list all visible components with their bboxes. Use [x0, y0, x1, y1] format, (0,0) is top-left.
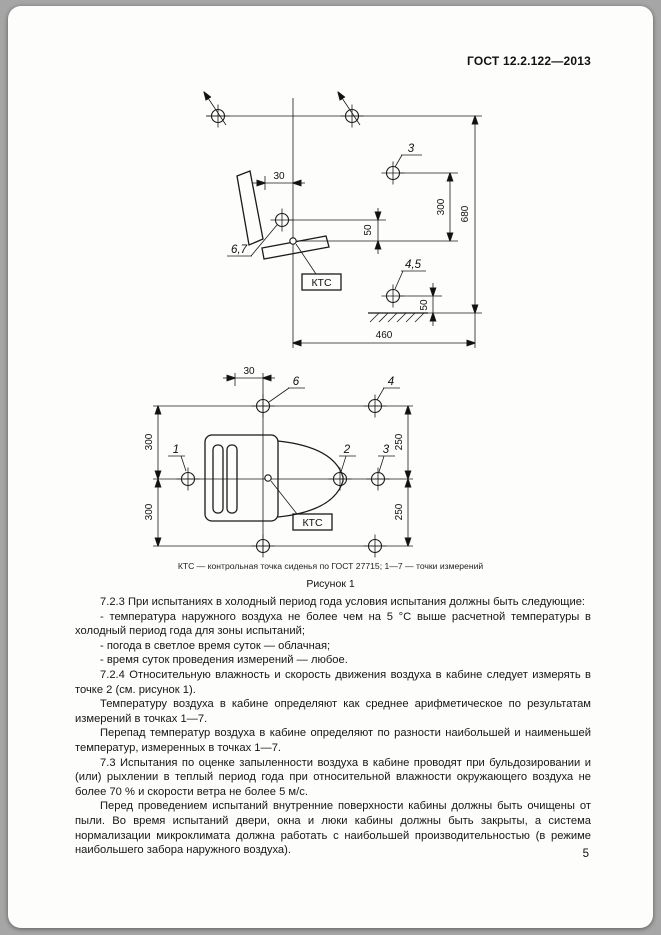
measurement-point [362, 533, 388, 559]
cabin-plan-outline [204, 434, 344, 522]
point-label-6: 6 [293, 376, 300, 388]
svg-text:50: 50 [419, 299, 430, 311]
measurement-point-4 [362, 393, 388, 419]
body-text: 7.2.3 При испытаниях в холодный период г… [75, 595, 591, 858]
svg-text:50: 50 [363, 224, 374, 236]
side-point-labels: 3 6,7 4,5 [227, 143, 426, 290]
figure-1-drawing: КТС 3 6,7 4,5 680 300 [144, 86, 482, 559]
measurement-point-3-plan [365, 466, 391, 492]
dim-250-bottom: 250 [394, 479, 408, 546]
dim-300-bottom: 300 [144, 479, 158, 546]
paragraph-list-item: - температура наружного воздуха не более… [75, 610, 591, 638]
ktc-point-side: КТС [289, 237, 342, 291]
figure-caption: КТС — контрольная точка сиденья по ГОСТ … [177, 561, 484, 571]
paragraph-list-item: - время суток проведения измерений — люб… [100, 654, 348, 667]
svg-text:680: 680 [460, 205, 471, 222]
standard-number: ГОСТ 12.2.122—2013 [466, 54, 591, 68]
ktc-label-plan: КТС [302, 517, 323, 529]
ceiling-point-arrow-right [338, 92, 361, 126]
svg-text:460: 460 [376, 330, 393, 341]
measurement-point-4-5 [380, 283, 406, 309]
paragraph: Температуру воздуха в кабине определяют … [75, 698, 591, 725]
seat-cushion [261, 235, 330, 260]
paragraph-7-2-4: 7.2.4 Относительную влажность и скорость… [75, 668, 591, 696]
svg-text:250: 250 [394, 433, 405, 450]
measurement-point [205, 103, 231, 129]
svg-text:300: 300 [144, 433, 155, 450]
svg-text:250: 250 [394, 503, 405, 520]
dim-300-side: 300 [436, 173, 450, 241]
dim-30-side: 30 [253, 171, 305, 183]
dim-300-top: 300 [144, 406, 158, 479]
dim-460: 460 [293, 330, 475, 343]
measurement-point [339, 103, 365, 129]
paragraph-list-item: - погода в светлое время суток — облачна… [100, 639, 331, 652]
plan-view: КТС 1 6 4 2 3 [144, 366, 413, 559]
point-label-3: 3 [408, 143, 415, 155]
document-page: ГОСТ 12.2.122—2013 [8, 6, 653, 928]
side-extension-lines [206, 98, 482, 348]
page-number: 5 [582, 848, 589, 860]
dim-50-seat: 50 [363, 208, 378, 254]
point-label-4: 4 [388, 376, 394, 388]
svg-text:300: 300 [436, 198, 447, 215]
point-label-3-plan: 3 [383, 444, 390, 456]
plan-point-labels: 1 6 4 2 3 [168, 376, 400, 473]
measurement-point-3 [380, 160, 406, 186]
point-label-2: 2 [343, 444, 351, 456]
point-label-1: 1 [173, 444, 179, 456]
dim-250-top: 250 [394, 406, 408, 479]
paragraph-7-2-3: 7.2.3 При испытаниях в холодный период г… [100, 596, 586, 608]
point-label-4-5: 4,5 [405, 259, 422, 271]
svg-text:300: 300 [144, 503, 155, 520]
side-view: КТС 3 6,7 4,5 680 300 [204, 92, 482, 348]
point-label-6-7: 6,7 [231, 244, 248, 256]
dim-50-ground: 50 [419, 283, 433, 326]
measurement-point-1 [175, 466, 201, 492]
svg-text:30: 30 [243, 366, 255, 377]
paragraph: Перед проведением испытаний внутренние п… [75, 800, 591, 857]
figure-label: Рисунок 1 [306, 578, 355, 590]
ktc-point-plan: КТС [264, 474, 333, 531]
svg-text:30: 30 [273, 171, 285, 182]
ktc-label-side: КТС [311, 277, 332, 289]
measurement-point-6 [250, 393, 276, 419]
dim-30-plan: 30 [223, 366, 275, 378]
paragraph: Перепад температур воздуха в кабине опре… [75, 727, 591, 754]
measurement-point [250, 533, 276, 559]
ceiling-point-arrow-left [204, 92, 227, 126]
seat-backrest [236, 170, 264, 246]
dim-680: 680 [460, 116, 475, 313]
ground-hatch [368, 312, 428, 323]
paragraph-7-3: 7.3 Испытания по оценке запыленности воз… [75, 756, 591, 798]
measurement-point-2 [327, 466, 353, 492]
